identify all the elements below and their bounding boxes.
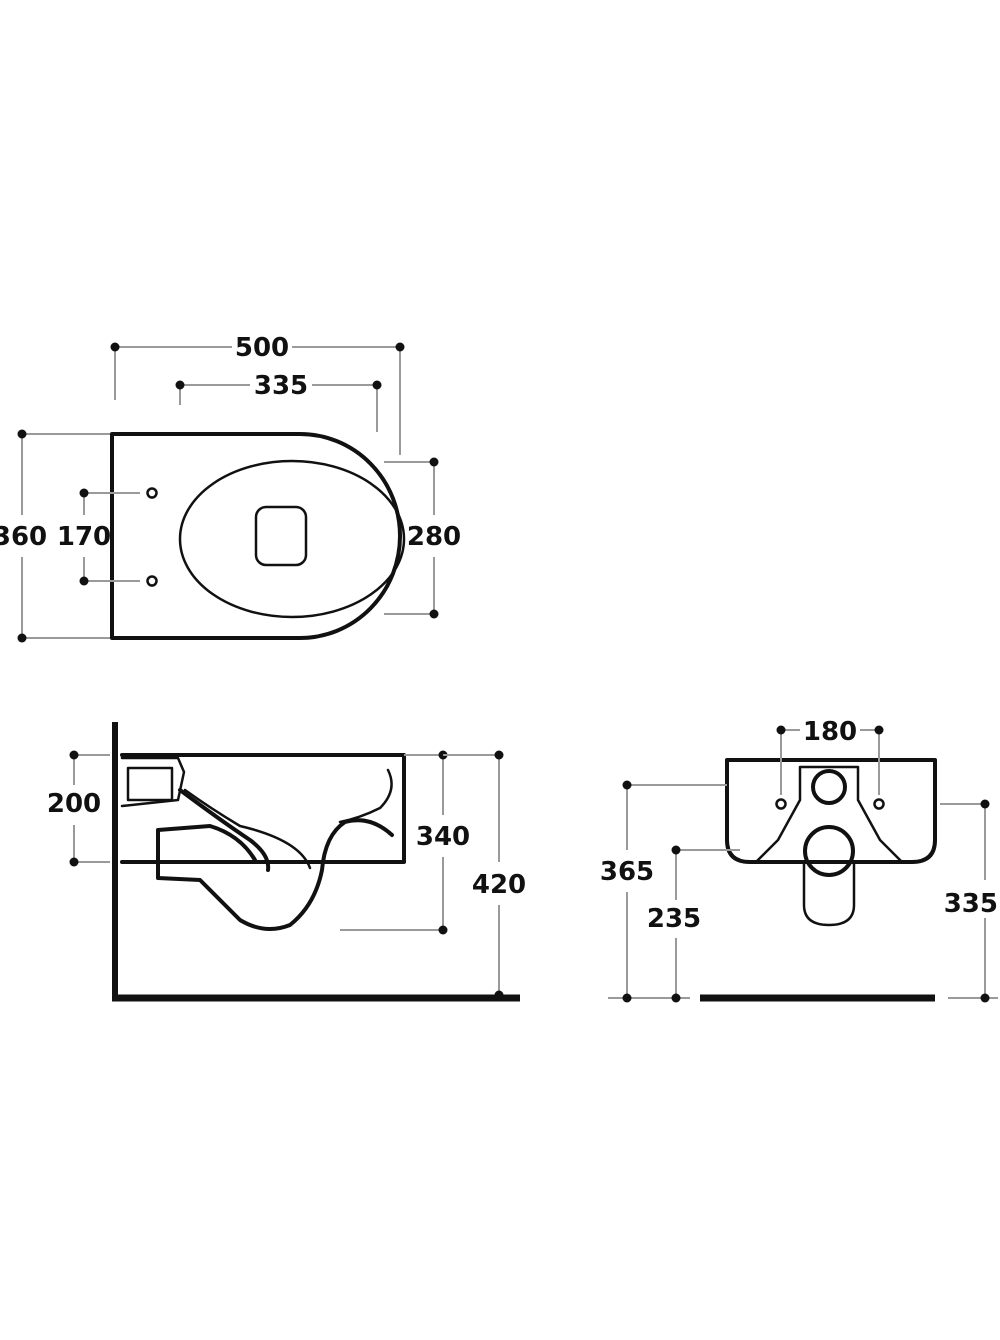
top-view-bowl: [178, 459, 406, 619]
dim-label-170: 170: [57, 522, 111, 552]
dim-label-340: 340: [416, 822, 470, 852]
dim-label-200: 200: [47, 789, 101, 819]
side-view-trap-inner: [183, 788, 312, 870]
side-view-trap: [156, 788, 394, 931]
dimension-280: 280: [384, 457, 461, 619]
side-view-bowl-outline: [120, 753, 406, 864]
front-view: 180 365 235 335: [600, 717, 998, 1003]
dim-label-180: 180: [803, 717, 857, 747]
front-view-inner: [754, 765, 904, 864]
side-view-bracket-frame: [120, 756, 186, 808]
top-view: 500 335 360: [0, 333, 461, 643]
dimension-180: 180: [776, 717, 884, 795]
top-view-bolt-hole: [146, 575, 158, 587]
side-view-rim-curve: [338, 768, 393, 824]
dimension-200: 200: [47, 750, 110, 867]
dimension-500: 500: [110, 333, 405, 455]
top-view-drain: [254, 505, 308, 567]
front-view-outline: [725, 758, 937, 864]
front-view-pan: [802, 860, 856, 927]
front-view-bolt-hole: [775, 798, 787, 810]
dimension-420: 420: [443, 750, 526, 1000]
dimension-335-top: 335: [175, 371, 382, 432]
dimension-235: 235: [647, 845, 740, 1003]
side-view-bracket: [126, 766, 174, 802]
dim-label-360: 360: [0, 522, 47, 552]
side-view: 200 340 420: [47, 722, 526, 1002]
dim-label-335-top: 335: [254, 371, 308, 401]
top-view-bolt-hole: [146, 487, 158, 499]
top-view-outline: [110, 432, 402, 640]
dimension-365: 365: [600, 780, 727, 1003]
dimension-360: 360: [0, 429, 110, 643]
dim-label-420: 420: [472, 870, 526, 900]
dim-label-335-right: 335: [944, 889, 998, 919]
front-view-inlet: [811, 769, 847, 805]
front-view-outlet: [803, 825, 855, 877]
dimension-170: 170: [57, 488, 140, 586]
dimension-335-right: 335: [940, 799, 998, 1003]
dim-label-235: 235: [647, 904, 701, 934]
dim-label-500: 500: [235, 333, 289, 363]
dim-label-365: 365: [600, 857, 654, 887]
front-view-bolt-hole: [873, 798, 885, 810]
dim-label-280: 280: [407, 522, 461, 552]
